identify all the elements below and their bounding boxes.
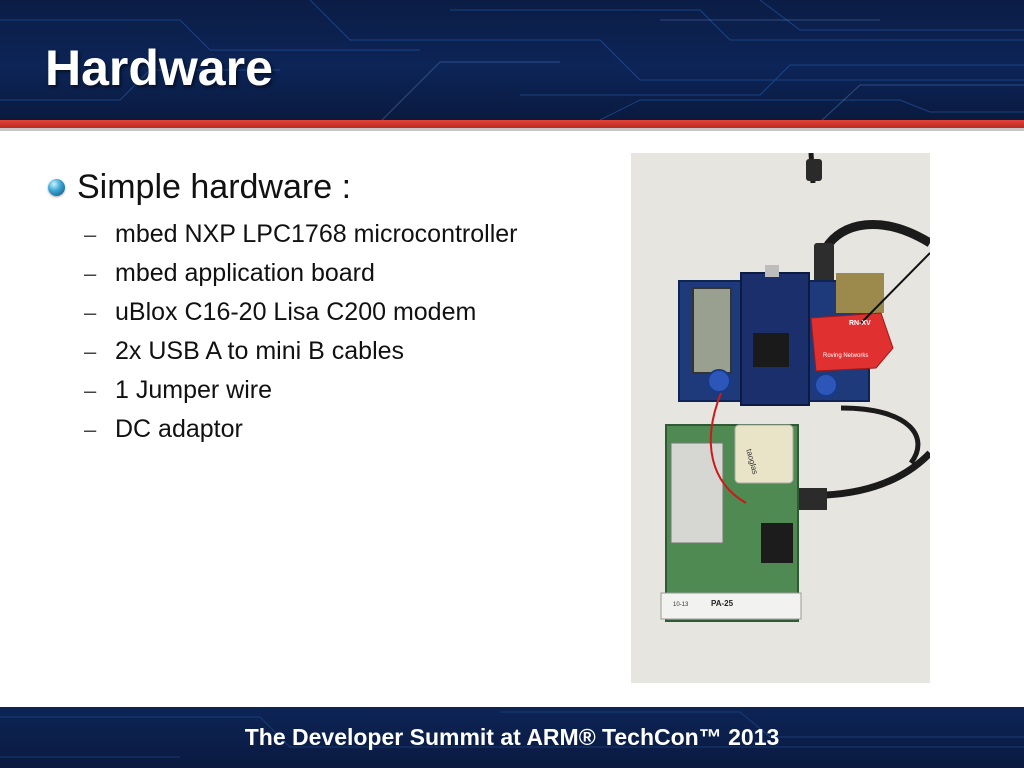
- bullet-main-text: Simple hardware :: [77, 168, 352, 206]
- slide-body: Simple hardware : –mbed NXP LPC1768 micr…: [48, 165, 608, 449]
- sub-bullet-item: –1 Jumper wire: [84, 371, 608, 410]
- header-accent-bar: [0, 120, 1024, 128]
- footer-text: The Developer Summit at ARM® TechCon™ 20…: [244, 724, 780, 750]
- dash-bullet-icon: –: [84, 377, 97, 403]
- sub-bullet-text: mbed NXP LPC1768 microcontroller: [115, 220, 518, 248]
- slide-header: Hardware: [0, 0, 1024, 122]
- pa-25-label: PA-25: [711, 599, 734, 608]
- sub-bullet-text: 1 Jumper wire: [115, 376, 272, 404]
- label-code: 10-13: [673, 602, 689, 608]
- dash-bullet-icon: –: [84, 299, 97, 325]
- sub-bullet-item: –uBlox C16-20 Lisa C200 modem: [84, 293, 608, 332]
- bullet-main: Simple hardware :: [48, 165, 608, 209]
- dash-bullet-icon: –: [84, 260, 97, 286]
- circuit-pattern: [0, 0, 1024, 122]
- hardware-photo: RN-XV Roving Networks taoglas PA-25 10-1…: [631, 153, 930, 683]
- sub-bullet-text: uBlox C16-20 Lisa C200 modem: [115, 298, 477, 326]
- footer-pattern: [0, 711, 1024, 758]
- sub-bullet-item: –DC adaptor: [84, 410, 608, 449]
- sub-bullet-item: –mbed application board: [84, 254, 608, 293]
- dash-bullet-icon: –: [84, 416, 97, 442]
- sub-bullet-text: mbed application board: [115, 259, 375, 287]
- slide-footer: The Developer Summit at ARM® TechCon™ 20…: [0, 707, 1024, 768]
- sub-bullet-text: DC adaptor: [115, 415, 243, 443]
- sub-bullet-text: 2x USB A to mini B cables: [115, 337, 405, 365]
- dash-bullet-icon: –: [84, 221, 97, 247]
- header-divider: [0, 128, 1024, 131]
- sub-bullet-item: –mbed NXP LPC1768 microcontroller: [84, 215, 608, 254]
- roving-networks-label: Roving Networks: [823, 353, 869, 359]
- dash-bullet-icon: –: [84, 338, 97, 364]
- sub-bullet-list: –mbed NXP LPC1768 microcontroller –mbed …: [48, 215, 608, 449]
- slide-title: Hardware: [45, 40, 273, 96]
- orb-bullet-icon: [48, 178, 65, 196]
- hardware-photo-illustration: [631, 153, 930, 683]
- sub-bullet-item: –2x USB A to mini B cables: [84, 332, 608, 371]
- rn-xv-label: RN-XV: [849, 320, 871, 327]
